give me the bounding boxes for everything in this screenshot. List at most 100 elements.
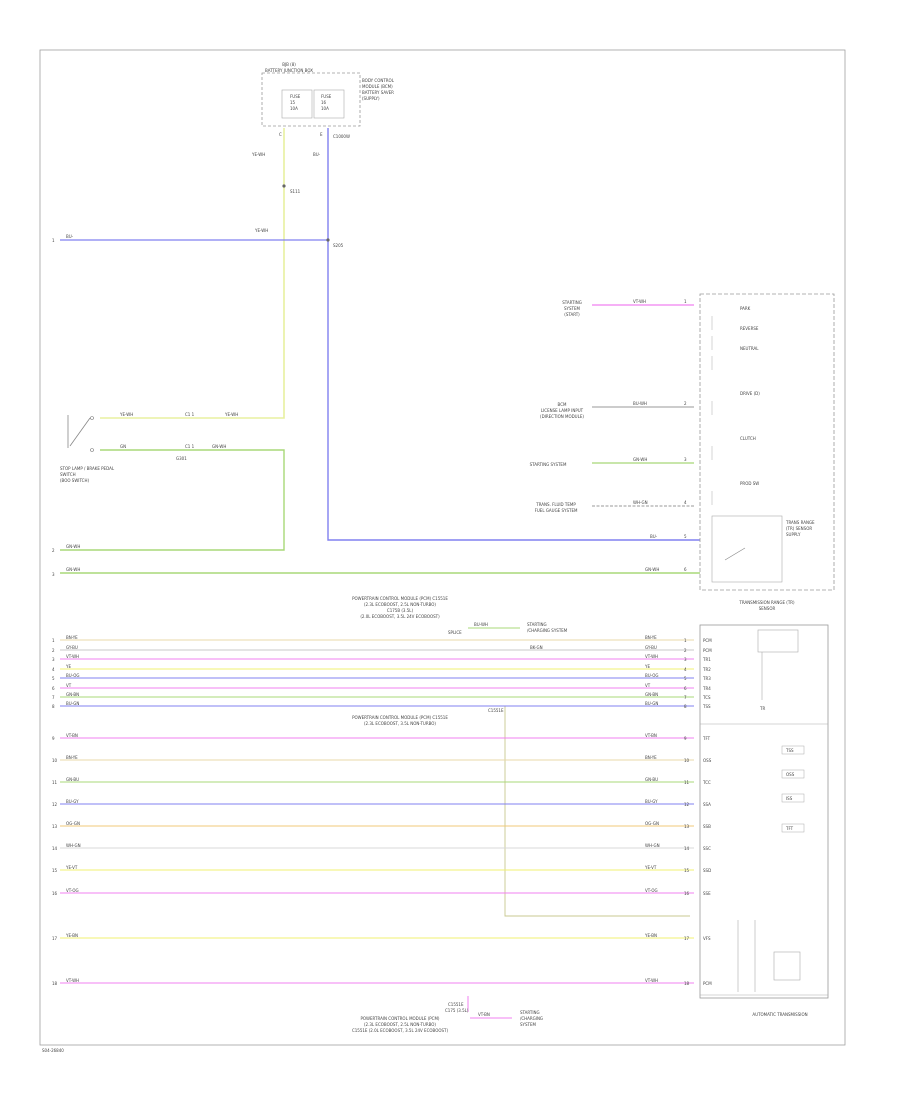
trs-sensor-label-1: TRANS RANGE xyxy=(785,520,815,525)
pcm-bottom-ref-3: SYSTEM xyxy=(520,1022,536,1027)
trans-row-label: TR2 xyxy=(702,667,711,672)
bus-row-code-right: BU-GY xyxy=(645,799,658,804)
bus-row-code-right: GN-BN xyxy=(645,692,658,697)
pcm-note-mid: C1551E POWERTRAIN CONTROL MODULE (PCM) C… xyxy=(352,706,690,917)
pcm-top-ref-1: STARTING xyxy=(527,622,547,627)
bus-row-code: OG-GN xyxy=(66,821,80,826)
brake-label-2: SWITCH xyxy=(60,472,76,477)
trans-shaft-box xyxy=(781,769,805,779)
fuse-right-label-2: 16 xyxy=(321,100,327,105)
ref-1-line-2: SYSTEM xyxy=(564,306,580,311)
bus-row-pin: 3 xyxy=(684,657,687,662)
pcm-bottom-line-5: C1551E (2.0L ECOBOOST, 3.5L 24V ECOBOOST… xyxy=(352,1028,449,1033)
trans-row-label: VFS xyxy=(703,936,711,941)
trs-sensor-label-2: (TR) SENSOR xyxy=(786,526,812,531)
trans-row-label: TSS xyxy=(702,704,711,709)
trs-row-label: PARK xyxy=(740,306,751,311)
pcm-note-top: POWERTRAIN CONTROL MODULE (PCM) C1551E (… xyxy=(352,596,568,650)
bus-row-pin: 8 xyxy=(684,704,687,709)
ref-3-line-1: STARTING SYSTEM xyxy=(530,462,567,467)
bus-row-code: YE-VT xyxy=(65,865,78,870)
row-3-code: GN-WH xyxy=(66,567,80,572)
trs-caption-2: SENSOR xyxy=(759,606,776,611)
ref-4-wire-label: WH-GN xyxy=(633,500,648,505)
bus-row-pin: 16 xyxy=(684,891,690,896)
trans-row-label: PCM xyxy=(703,638,712,643)
fuse-panel-title-2: BATTERY JUNCTION BOX xyxy=(265,68,313,73)
pin-5-wire-label: BU- xyxy=(650,534,658,539)
pcm-bottom-line-3: POWERTRAIN CONTROL MODULE (PCM) xyxy=(361,1016,440,1021)
bus-row-code-right: VT-OG xyxy=(645,888,658,893)
bus-row-code-right: BU-GN xyxy=(645,701,658,706)
pcm-bottom-line-4: (2.3L ECOBOOST, 2.5L NON-TURBO) xyxy=(364,1022,436,1027)
brake-switch-blade xyxy=(69,417,91,447)
bus-row-number: 7 xyxy=(52,695,55,700)
trans-shaft-label: ISS xyxy=(786,796,793,801)
bus-row-number: 15 xyxy=(52,868,58,873)
fuse-panel-side-3: BATTERY SAVER xyxy=(362,90,394,95)
pcm-mid-line-2: POWERTRAIN CONTROL MODULE (PCM) C1551E xyxy=(352,715,448,720)
pcm-top-wire-label: BU-WH xyxy=(474,622,488,627)
trans-row-labels: PCMPCMTR1TR2TR3TR4TCSTSSTFTOSSTCCSSASSBS… xyxy=(702,638,712,986)
trans-row-label: TR4 xyxy=(702,686,711,691)
pin-6-wire-label: GN-WH xyxy=(645,567,659,572)
pcm-mid-line-1: C1551E xyxy=(488,708,504,713)
trs-sensor-switch xyxy=(724,547,746,561)
ref-2-pin: 2 xyxy=(684,401,687,406)
bus-row-number: 9 xyxy=(52,736,55,741)
pcm-bottom-line-2: C175 (3.5L) xyxy=(445,1008,469,1013)
transmission-block: TR PCMPCMTR1TR2TR3TR4TCSTSSTFTOSSTCCSSAS… xyxy=(699,624,829,1017)
pcm-top-line-2: (2.3L ECOBOOST, 2.5L NON-TURBO) xyxy=(364,602,436,607)
ref-1-line-3: (START) xyxy=(564,312,580,317)
bus-row-code-right: YE-BN xyxy=(644,933,657,938)
trs-module-box xyxy=(699,293,835,591)
pcm-bottom-wire-label: VT-BN xyxy=(478,1012,490,1017)
bus-row-code: WH-GN xyxy=(66,843,81,848)
ref-1-line-1: STARTING xyxy=(562,300,582,305)
trans-row-label: SSD xyxy=(703,868,711,873)
bus-row-code-right: OG-GN xyxy=(645,821,659,826)
main-wires: S111 S205 YE-WH 1 BU- 2 GN-WH 3 GN-WH xyxy=(52,128,700,577)
trans-row-label: TFT xyxy=(702,736,711,741)
ref-3-wire-label: GN-WH xyxy=(633,457,647,462)
pcm-top-line-4: (2.0L ECOBOOST, 3.5L 24V ECOBOOST) xyxy=(360,614,440,619)
ref-2-wire-label: BU-WH xyxy=(633,401,647,406)
bus-row-code: VT xyxy=(66,683,72,688)
pin-6-number: 6 xyxy=(684,567,687,572)
bus-row-code-right: WH-GN xyxy=(645,843,660,848)
bus-row-pin: 15 xyxy=(684,868,690,873)
bus-row-pin: 4 xyxy=(684,667,687,672)
trans-shaft-box xyxy=(781,745,805,755)
bus-row-code: VT-BN xyxy=(66,733,78,738)
footer-code: S04-26840 xyxy=(42,1048,64,1053)
pcm-bottom-line-1: C1551E xyxy=(448,1002,464,1007)
fuse-panel-side-2: MODULE (BCM) xyxy=(362,84,393,89)
pcm-bottom-ref-1: STARTING xyxy=(520,1010,540,1015)
bus-row-number: 11 xyxy=(52,780,58,785)
splice-s2-label: S205 xyxy=(333,243,344,248)
trans-top-box xyxy=(757,629,799,653)
bus-row-code: GN-BN xyxy=(66,692,79,697)
ref-2-line-1: BCM xyxy=(558,402,567,407)
splice-s1-dot xyxy=(282,184,286,188)
trans-shaft-label: TSS xyxy=(785,748,794,753)
bus-row-code: BN-YE xyxy=(66,755,78,760)
brake-ground: G301 xyxy=(176,456,187,461)
ref-4-line-1: TRANS. FLUID TEMP xyxy=(535,502,576,507)
bus-row-code: VT-WH xyxy=(66,654,79,659)
fuse-left-label-3: 10A xyxy=(290,106,298,111)
bus-row-code-right: YE-VT xyxy=(644,865,657,870)
trans-row-label: TR3 xyxy=(702,676,711,681)
bus-row-number: 6 xyxy=(52,686,55,691)
bus-row-pin: 5 xyxy=(684,676,687,681)
trs-row-label: NEUTRAL xyxy=(740,346,759,351)
trans-row-label: SSB xyxy=(703,824,711,829)
bus-row-code-right: VT-WH xyxy=(645,978,658,983)
trs-sensor-box xyxy=(711,515,783,583)
ref-4-pin: 4 xyxy=(684,500,687,505)
fuse-panel-side-1: BODY CONTROL xyxy=(362,78,395,83)
brake-label-3: (BOO SWITCH) xyxy=(60,478,89,483)
trans-row-label: TCS xyxy=(702,695,711,700)
